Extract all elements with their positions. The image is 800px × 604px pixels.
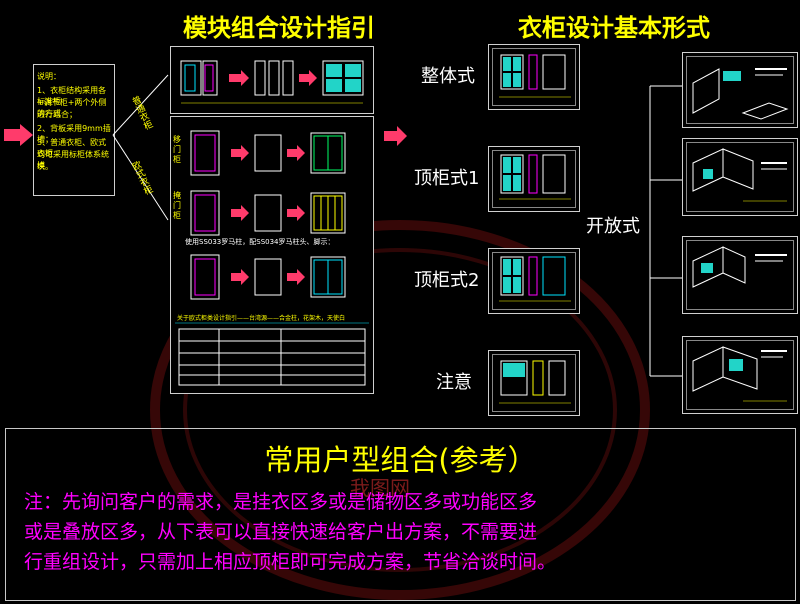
instruction-line: 进行组合； <box>37 110 77 119</box>
instruction-line: 1、衣柜结构采用各标准柜 <box>37 86 107 106</box>
open-wardrobe-drawing <box>692 68 789 120</box>
sheet-top1 <box>488 146 580 212</box>
form-label-note: 注意 <box>436 372 472 393</box>
wardrobe-drawing <box>499 54 571 98</box>
open-bracket <box>649 85 682 377</box>
instruction-line: 2、背板采用9mm插槽； <box>37 124 111 144</box>
euro-guide-panel: 移门柜 掩门柜 使用 <box>170 116 374 394</box>
sheet-whole <box>488 44 580 110</box>
door-label-sliding: 移门柜 <box>173 135 181 164</box>
wardrobe-drawing <box>499 256 571 302</box>
bottom-note: 注：先询问客户的需求，是挂衣区多或是储物区多或功能区多 或是叠放区多，从下表可以… <box>24 487 784 577</box>
form-label-open: 开放式 <box>586 216 640 237</box>
bottom-note-line: 或是叠放区多，从下表可以直接快速给客户出方案，不需要进 <box>24 521 538 543</box>
instruction-line: 均可采用标柜体系统模 <box>37 150 109 170</box>
instruction-line: 3、普通衣柜、欧式衣柜 <box>37 138 107 158</box>
branch-lines <box>112 74 169 221</box>
bottom-note-line: 行重组设计，只需加上相应顶柜即可完成方案，节省洽谈时间。 <box>24 551 557 573</box>
euro-modules-drawing <box>175 130 369 386</box>
watermark-ring-icon <box>150 220 650 600</box>
sheet-open-4 <box>682 336 798 414</box>
sheet-open-1 <box>682 52 798 128</box>
sheet-open-2 <box>682 138 798 216</box>
bottom-note-line: 注：先询问客户的需求，是挂衣区多或是储物区多或功能区多 <box>24 491 538 513</box>
wardrobe-drawing <box>499 360 571 404</box>
open-wardrobe-drawing <box>692 246 787 288</box>
instruction-panel: 说明： 1、衣柜结构采用各标准柜 +调节柜+两个外侧的方式 进行组合； 2、背板… <box>33 64 115 196</box>
watermark-seal: 我图网 <box>150 210 650 600</box>
standard-modules-drawing <box>180 60 364 104</box>
sheet-note <box>488 350 580 416</box>
middle-arrow-icon <box>384 126 408 150</box>
open-wardrobe-drawing <box>692 148 787 202</box>
left-arrow-icon <box>4 124 34 150</box>
form-label-top1: 顶柜式1 <box>414 168 480 189</box>
bottom-note-box: 常用户型组合(参考） 注：先询问客户的需求，是挂衣区多或是储物区多或功能区多 或… <box>5 428 796 601</box>
guide-note-euro: 关于欧式柜类设计指引——台湾源——合金柱，花架木，天使白 <box>177 315 346 322</box>
standard-guide-panel <box>170 46 374 114</box>
sheet-open-3 <box>682 236 798 314</box>
form-label-top2: 顶柜式2 <box>414 270 480 291</box>
watermark-brand: 我图网 <box>350 476 410 500</box>
form-label-whole: 整体式 <box>421 66 475 87</box>
bottom-title: 常用户型组合(参考） <box>264 443 537 477</box>
wardrobe-drawing <box>499 154 571 200</box>
door-label-hinged: 掩门柜 <box>173 191 181 220</box>
guide-note-columns: 使用SS033罗马柱，配SS034罗马柱头、脚示： <box>185 238 335 246</box>
instruction-line: 说明： <box>37 72 61 81</box>
right-title: 衣柜设计基本形式 <box>518 14 710 42</box>
instruction-line: +调节柜+两个外侧的方式 <box>37 98 107 118</box>
open-wardrobe-drawing <box>692 346 787 402</box>
left-title: 模块组合设计指引 <box>183 14 375 42</box>
instruction-line: 块。 <box>37 162 53 171</box>
sheet-top2 <box>488 248 580 314</box>
